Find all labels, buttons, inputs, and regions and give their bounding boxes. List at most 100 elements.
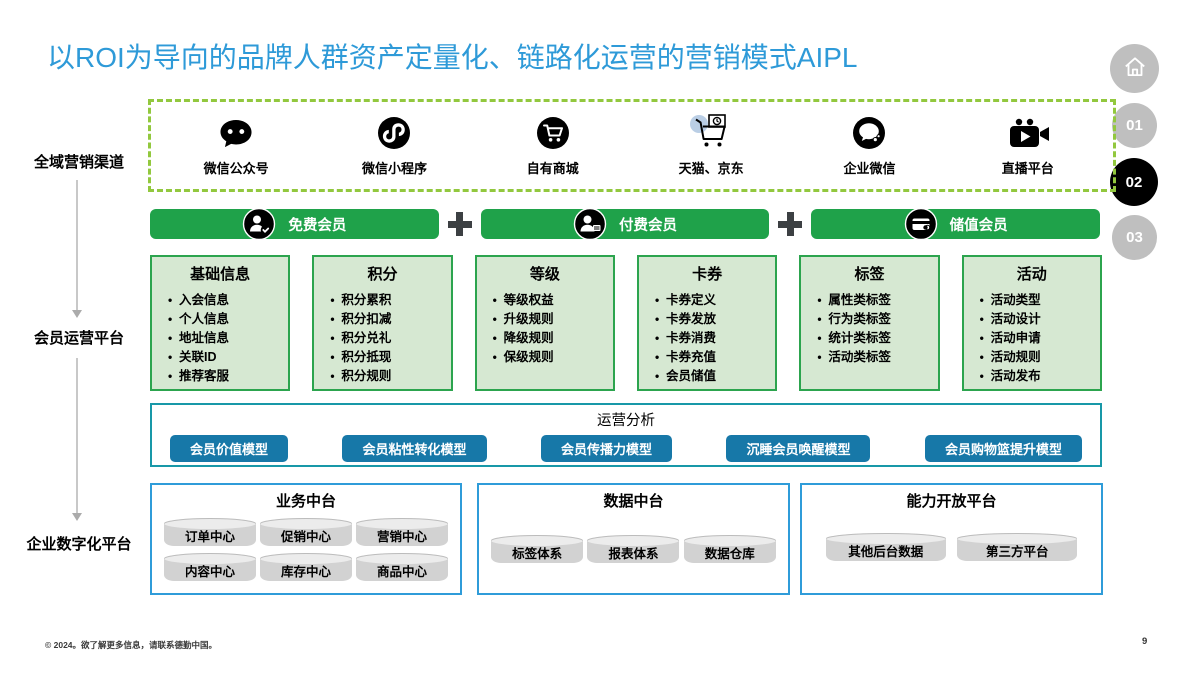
channel-item: 企业微信 — [809, 115, 929, 177]
page-number: 9 — [1142, 636, 1148, 647]
analysis-title: 运营分析 — [597, 413, 655, 429]
model-dormant-wakeup: 沉睡会员唤醒模型 — [726, 435, 871, 462]
module-points: 积分 积分累积 积分扣减 积分兑礼 积分抵现 积分规则 — [312, 255, 453, 391]
list-item: 积分抵现 — [330, 348, 446, 367]
tmall-jd-icon — [688, 113, 734, 151]
step-label: 02 — [1125, 173, 1143, 191]
channel-label: 企业微信 — [843, 160, 896, 176]
tier-label: 免费会员 — [288, 217, 347, 234]
channel-label: 天猫、京东 — [678, 160, 744, 176]
down-arrow-icon — [72, 180, 82, 318]
tier-free-member: 免费会员 — [150, 207, 439, 241]
database-cylinder: 内容中心 — [164, 553, 256, 581]
module-list: 入会信息 个人信息 地址信息 关联ID 推荐客服 — [152, 291, 288, 386]
list-item: 活动设计 — [980, 310, 1096, 329]
database-cylinder: 商品中心 — [356, 553, 448, 581]
database-cylinder: 其他后台数据 — [825, 533, 946, 561]
model-spread-power: 会员传播力模型 — [540, 435, 672, 462]
list-item: 保级规则 — [493, 348, 609, 367]
list-item: 等级权益 — [493, 291, 609, 310]
module-coupons: 卡券 卡券定义 卡券发放 卡券消费 卡券充值 会员储值 — [636, 255, 778, 391]
list-item: 卡券定义 — [655, 291, 771, 310]
list-item: 个人信息 — [168, 310, 284, 329]
own-mall-icon — [535, 115, 571, 151]
list-item: 关联ID — [168, 348, 284, 367]
wechat-mini-program-icon — [376, 115, 412, 151]
list-item: 积分累积 — [330, 291, 446, 310]
platform-open-capability: 能力开放平台 其他后台数据 第三方平台 — [800, 483, 1103, 595]
channel-label: 直播平台 — [1001, 160, 1054, 176]
database-cylinder: 营销中心 — [356, 518, 448, 546]
slide-step-03[interactable]: 03 — [1112, 215, 1157, 260]
wechat-official-account-icon — [216, 115, 256, 151]
channels-box: 微信公众号 微信小程序 自有商城 天猫、京东 企业微信 — [148, 99, 1116, 192]
module-basic-info: 基础信息 入会信息 个人信息 地址信息 关联ID 推荐客服 — [150, 255, 291, 391]
list-item: 卡券发放 — [655, 310, 771, 329]
analysis-models: 会员价值模型 会员粘性转化模型 会员传播力模型 沉睡会员唤醒模型 会员购物篮提升… — [152, 435, 1100, 462]
free-member-icon — [242, 207, 276, 241]
tier-stored-value-member: 储值会员 — [811, 207, 1101, 241]
list-item: 积分规则 — [330, 367, 446, 386]
plus-icon — [778, 212, 803, 236]
model-stickiness-conversion: 会员粘性转化模型 — [342, 435, 487, 462]
channel-label: 微信小程序 — [361, 160, 427, 176]
step-label: 01 — [1126, 117, 1143, 134]
down-arrow-icon — [72, 358, 82, 521]
channel-item: 自有商城 — [493, 115, 613, 177]
channel-item: 微信小程序 — [334, 115, 454, 177]
module-title: 等级 — [529, 266, 560, 283]
module-list: 等级权益 升级规则 降级规则 保级规则 — [477, 291, 613, 367]
member-modules: 基础信息 入会信息 个人信息 地址信息 关联ID 推荐客服 积分 积分累积 积分… — [150, 255, 1102, 391]
list-item: 降级规则 — [493, 329, 609, 348]
module-title: 标签 — [854, 266, 885, 283]
database-cylinder: 数据仓库 — [683, 535, 776, 563]
list-item: 行为类标签 — [817, 310, 933, 329]
list-item: 升级规则 — [493, 310, 609, 329]
tier-paid-member: 付费会员 — [480, 207, 770, 241]
platform-title: 能力开放平台 — [906, 493, 997, 510]
module-campaigns: 活动 活动类型 活动设计 活动申请 活动规则 活动发布 — [961, 255, 1102, 391]
platform-title: 数据中台 — [603, 493, 664, 510]
page-title: 以ROI为导向的品牌人群资产定量化、链路化运营的营销模式AIPL — [47, 42, 858, 73]
module-tags: 标签 属性类标签 行为类标签 统计类标签 活动类标签 — [799, 255, 940, 391]
home-nav-button[interactable] — [1110, 44, 1159, 93]
model-basket-uplift: 会员购物篮提升模型 — [924, 435, 1082, 462]
model-member-value: 会员价值模型 — [170, 435, 289, 462]
database-cylinder: 第三方平台 — [957, 533, 1078, 561]
database-cylinder: 库存中心 — [260, 553, 352, 581]
module-list: 属性类标签 行为类标签 统计类标签 活动类标签 — [801, 291, 937, 367]
module-title: 积分 — [367, 266, 398, 283]
channel-item: 直播平台 — [968, 115, 1088, 177]
list-item: 会员储值 — [655, 367, 771, 386]
slide-step-01[interactable]: 01 — [1112, 103, 1157, 148]
stored-value-member-icon — [904, 207, 938, 241]
rail-label-digital-platform: 企业数字化平台 — [26, 536, 132, 553]
list-item: 统计类标签 — [817, 329, 933, 348]
list-item: 属性类标签 — [817, 291, 933, 310]
cylinder-row: 订单中心 促销中心 营销中心 — [152, 518, 460, 546]
channel-label: 微信公众号 — [203, 160, 269, 176]
platform-business-middle: 业务中台 订单中心 促销中心 营销中心 内容中心 库存中心 商品中心 — [150, 483, 462, 595]
channel-item: 微信公众号 — [176, 115, 296, 177]
database-cylinder: 标签体系 — [491, 535, 584, 563]
list-item: 活动规则 — [980, 348, 1096, 367]
slide-step-02-active[interactable]: 02 — [1110, 158, 1158, 206]
module-list: 积分累积 积分扣减 积分兑礼 积分抵现 积分规则 — [314, 291, 450, 386]
module-tier-level: 等级 等级权益 升级规则 降级规则 保级规则 — [474, 255, 615, 391]
list-item: 积分兑礼 — [330, 329, 446, 348]
cylinder-row: 内容中心 库存中心 商品中心 — [152, 553, 460, 581]
list-item: 活动发布 — [980, 367, 1096, 386]
list-item: 卡券消费 — [655, 329, 771, 348]
cylinder-row: 其他后台数据 第三方平台 — [802, 533, 1101, 561]
platform-title: 业务中台 — [275, 493, 336, 510]
list-item: 活动类型 — [980, 291, 1096, 310]
member-tier-bars: 免费会员 付费会员 储值会员 — [150, 207, 1101, 241]
enterprise-wechat-icon — [851, 115, 887, 151]
module-list: 活动类型 活动设计 活动申请 活动规则 活动发布 — [964, 291, 1100, 386]
database-cylinder: 报表体系 — [587, 535, 680, 563]
list-item: 地址信息 — [168, 329, 284, 348]
copyright-text: © 2024。欲了解更多信息，请联系德勤中国。 — [45, 640, 218, 650]
list-item: 活动类标签 — [817, 348, 933, 367]
database-cylinder: 订单中心 — [164, 518, 256, 546]
paid-member-icon — [573, 207, 607, 241]
